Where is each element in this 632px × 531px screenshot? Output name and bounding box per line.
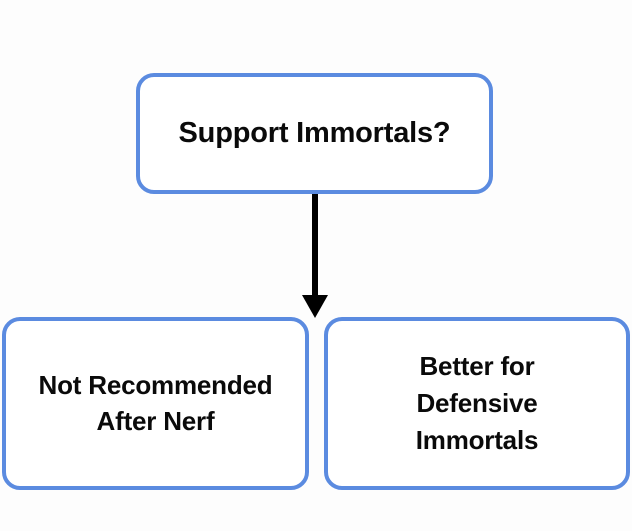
node-label: Support Immortals? <box>178 117 451 150</box>
node-support-immortals[interactable]: Support Immortals? <box>136 73 493 194</box>
node-better-for-defensive-immortals[interactable]: Better for Defensive Immortals <box>324 317 630 490</box>
edge-root-to-outcomes <box>302 193 328 318</box>
arrowhead-down-icon <box>302 295 328 318</box>
node-label: Better for Defensive Immortals <box>415 351 539 455</box>
node-label: Not Recommended After Nerf <box>38 370 273 436</box>
node-not-recommended-after-nerf[interactable]: Not Recommended After Nerf <box>2 317 309 490</box>
